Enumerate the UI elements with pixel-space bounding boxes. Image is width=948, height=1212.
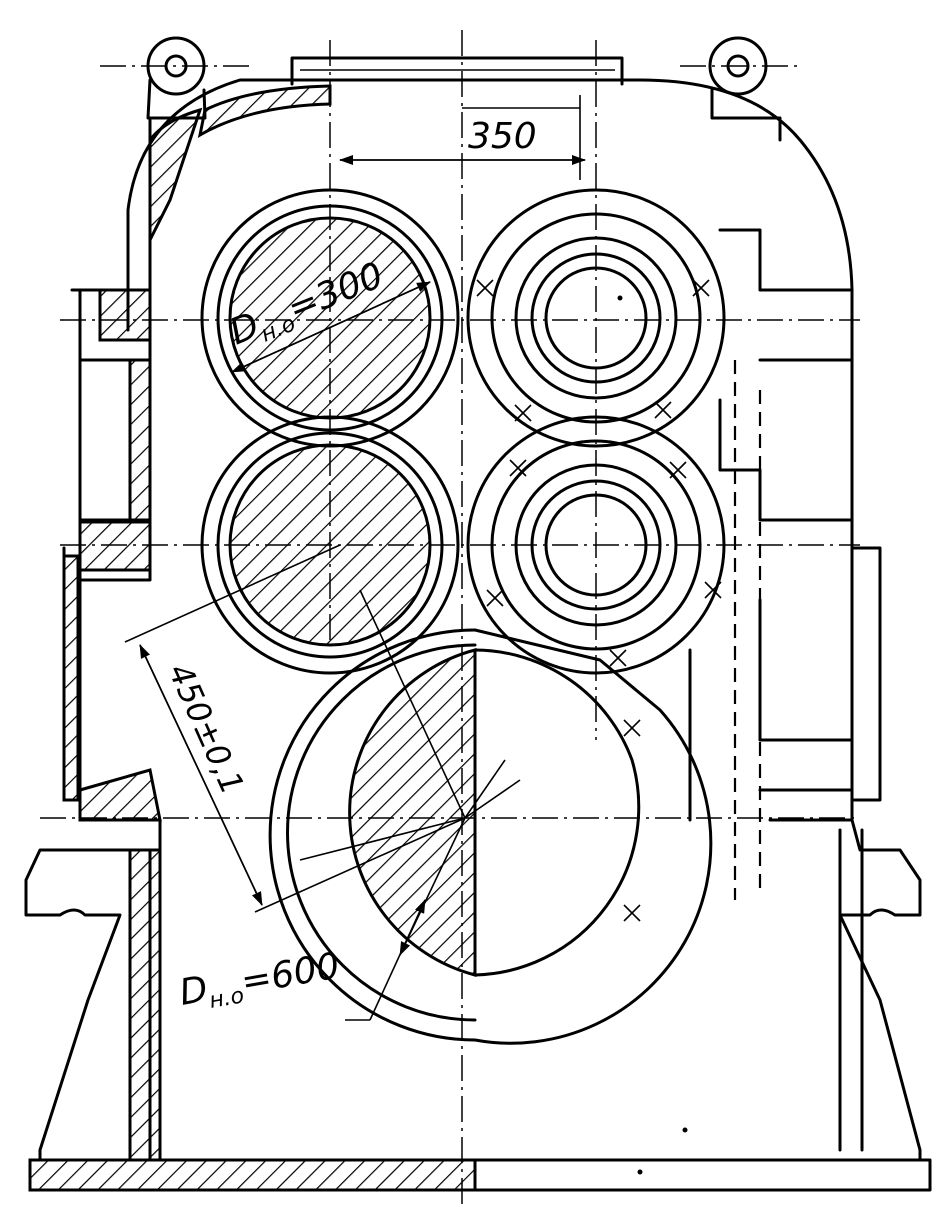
upper-left-roll — [200, 188, 460, 448]
upper-right-bearing — [466, 188, 726, 448]
lower-right-bearing — [466, 415, 726, 675]
dno600-value: 600 — [268, 945, 343, 997]
construction-lines — [299, 295, 688, 1175]
dim-350-label: 350 — [468, 116, 537, 157]
lower-left-roll — [200, 415, 460, 675]
dim-450-label: 450±0,1 — [161, 658, 252, 800]
bottom-roll — [268, 628, 713, 1045]
svg-text:Dн.о=600: Dн.о=600 — [176, 945, 343, 1018]
dno600-sub: н.о — [207, 983, 246, 1014]
dimension-dno-600: Dн.о=600 — [176, 817, 466, 1021]
dno600-prefix: D — [176, 969, 210, 1014]
hatched-wall-sections — [62, 84, 332, 1162]
dimension-350: 350 — [339, 95, 586, 180]
cross-markers — [476, 279, 722, 922]
